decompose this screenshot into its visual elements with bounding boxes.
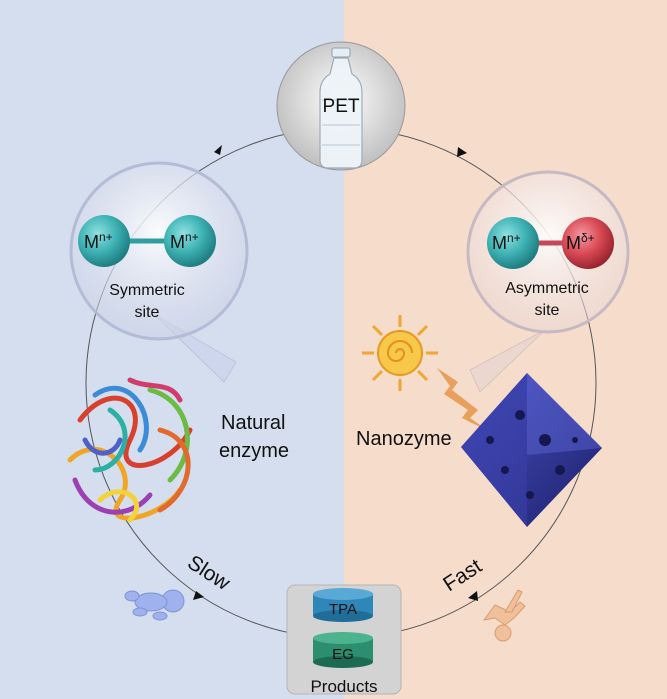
eg-cylinders (313, 632, 373, 668)
cycle-arrow-top-right (457, 147, 467, 157)
nanozyme-octahedron (461, 373, 602, 527)
svg-text:Mδ+: Mδ+ (566, 231, 595, 253)
symmetric-label-line1: Symmetric (109, 282, 185, 299)
bottle-icon (319, 47, 363, 169)
left-atom2-symbol: M (170, 232, 185, 252)
eg-label: EG (332, 646, 354, 663)
runner-icon (482, 589, 526, 642)
metal-atom-right (164, 215, 216, 267)
natural-enzyme-line1: Natural (221, 412, 285, 434)
left-atom1-symbol: M (84, 232, 99, 252)
asymmetric-label-line2: site (535, 302, 560, 319)
metal-atom-red (562, 217, 614, 269)
tpa-label: TPA (329, 601, 357, 618)
natural-enzyme-line2: enzyme (219, 440, 289, 462)
right-atom2-charge: δ+ (581, 231, 595, 245)
right-atom2-symbol: M (566, 233, 581, 253)
sun-icon (362, 315, 438, 391)
right-atom1-charge: n+ (507, 231, 521, 245)
pet-bottle-group: PET (276, 41, 406, 171)
nanozyme-label: Nanozyme (356, 428, 452, 450)
metal-atom-left (78, 215, 130, 267)
right-atom1-symbol: M (492, 233, 507, 253)
left-atom1-charge: n+ (99, 230, 113, 244)
symmetric-label-line2: site (135, 304, 160, 321)
baby-icon (124, 589, 185, 621)
svg-text:Mn+: Mn+ (492, 231, 521, 253)
metal-atom-teal (487, 217, 539, 269)
asymmetric-label-line1: Asymmetric (505, 280, 589, 297)
cycle-arrow-top-left (214, 145, 222, 155)
pet-label: PET (323, 96, 360, 117)
svg-text:Mn+: Mn+ (84, 230, 113, 252)
tpa-cylinders (313, 588, 373, 622)
cycle-arrow-bottom-right (468, 591, 478, 601)
asymmetric-site-bubble: Mn+ Mδ+ Asymmetric site (466, 170, 630, 393)
lightning-icon (437, 368, 490, 432)
cycle-arrow-bottom-left (193, 591, 204, 600)
svg-text:Mn+: Mn+ (170, 230, 199, 252)
products-box: TPA EG Products (286, 584, 402, 696)
products-label: Products (310, 677, 377, 696)
left-atom2-charge: n+ (185, 230, 199, 244)
protein-ribbon-icon (67, 377, 193, 523)
symmetric-site-bubble: Mn+ Mn+ Symmetric site (69, 161, 249, 383)
